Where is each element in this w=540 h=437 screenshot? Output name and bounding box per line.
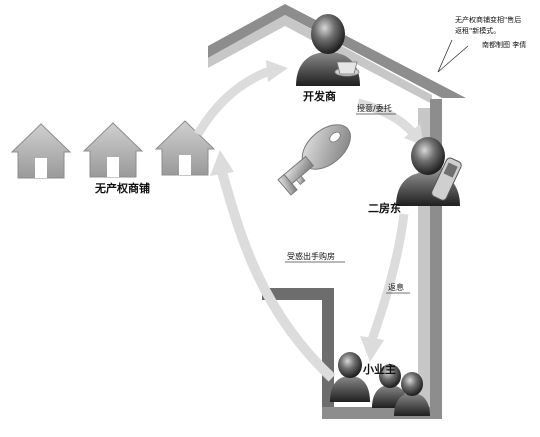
authorize-arrow-label: 授意/委托: [357, 103, 392, 113]
developer-label: 开发商: [303, 89, 336, 103]
arrow-rebate: [360, 213, 410, 362]
caption-line-2: 返租"新模式。: [455, 26, 500, 35]
caption-callout: [437, 39, 469, 73]
arrow-buy: [210, 150, 345, 382]
shop-house-icon: [82, 122, 144, 178]
developer-person-icon: [296, 14, 360, 86]
small-owner-person-icon: [330, 352, 370, 402]
caption-credit: 南都制图 李倩: [482, 40, 526, 49]
buy-arrow-label: 受惑出手购房: [287, 251, 335, 261]
arrow-shops-to-developer: [194, 60, 288, 137]
shop-house-icon: [154, 120, 216, 176]
phone-icon: [431, 157, 462, 201]
small-owner-label: 小业主: [362, 362, 396, 376]
no-title-shops-label: 无产权商铺: [94, 181, 150, 195]
sublandlord-person-icon: [396, 137, 462, 206]
shop-house-icon: [10, 123, 72, 179]
small-owner-person-icon: [394, 372, 430, 416]
sublandlord-label: 二房东: [368, 201, 401, 215]
caption-line-1: 无产权商铺变相"售后: [455, 15, 521, 24]
key-icon: [277, 124, 351, 196]
rebate-arrow-label: 返息: [388, 282, 404, 292]
